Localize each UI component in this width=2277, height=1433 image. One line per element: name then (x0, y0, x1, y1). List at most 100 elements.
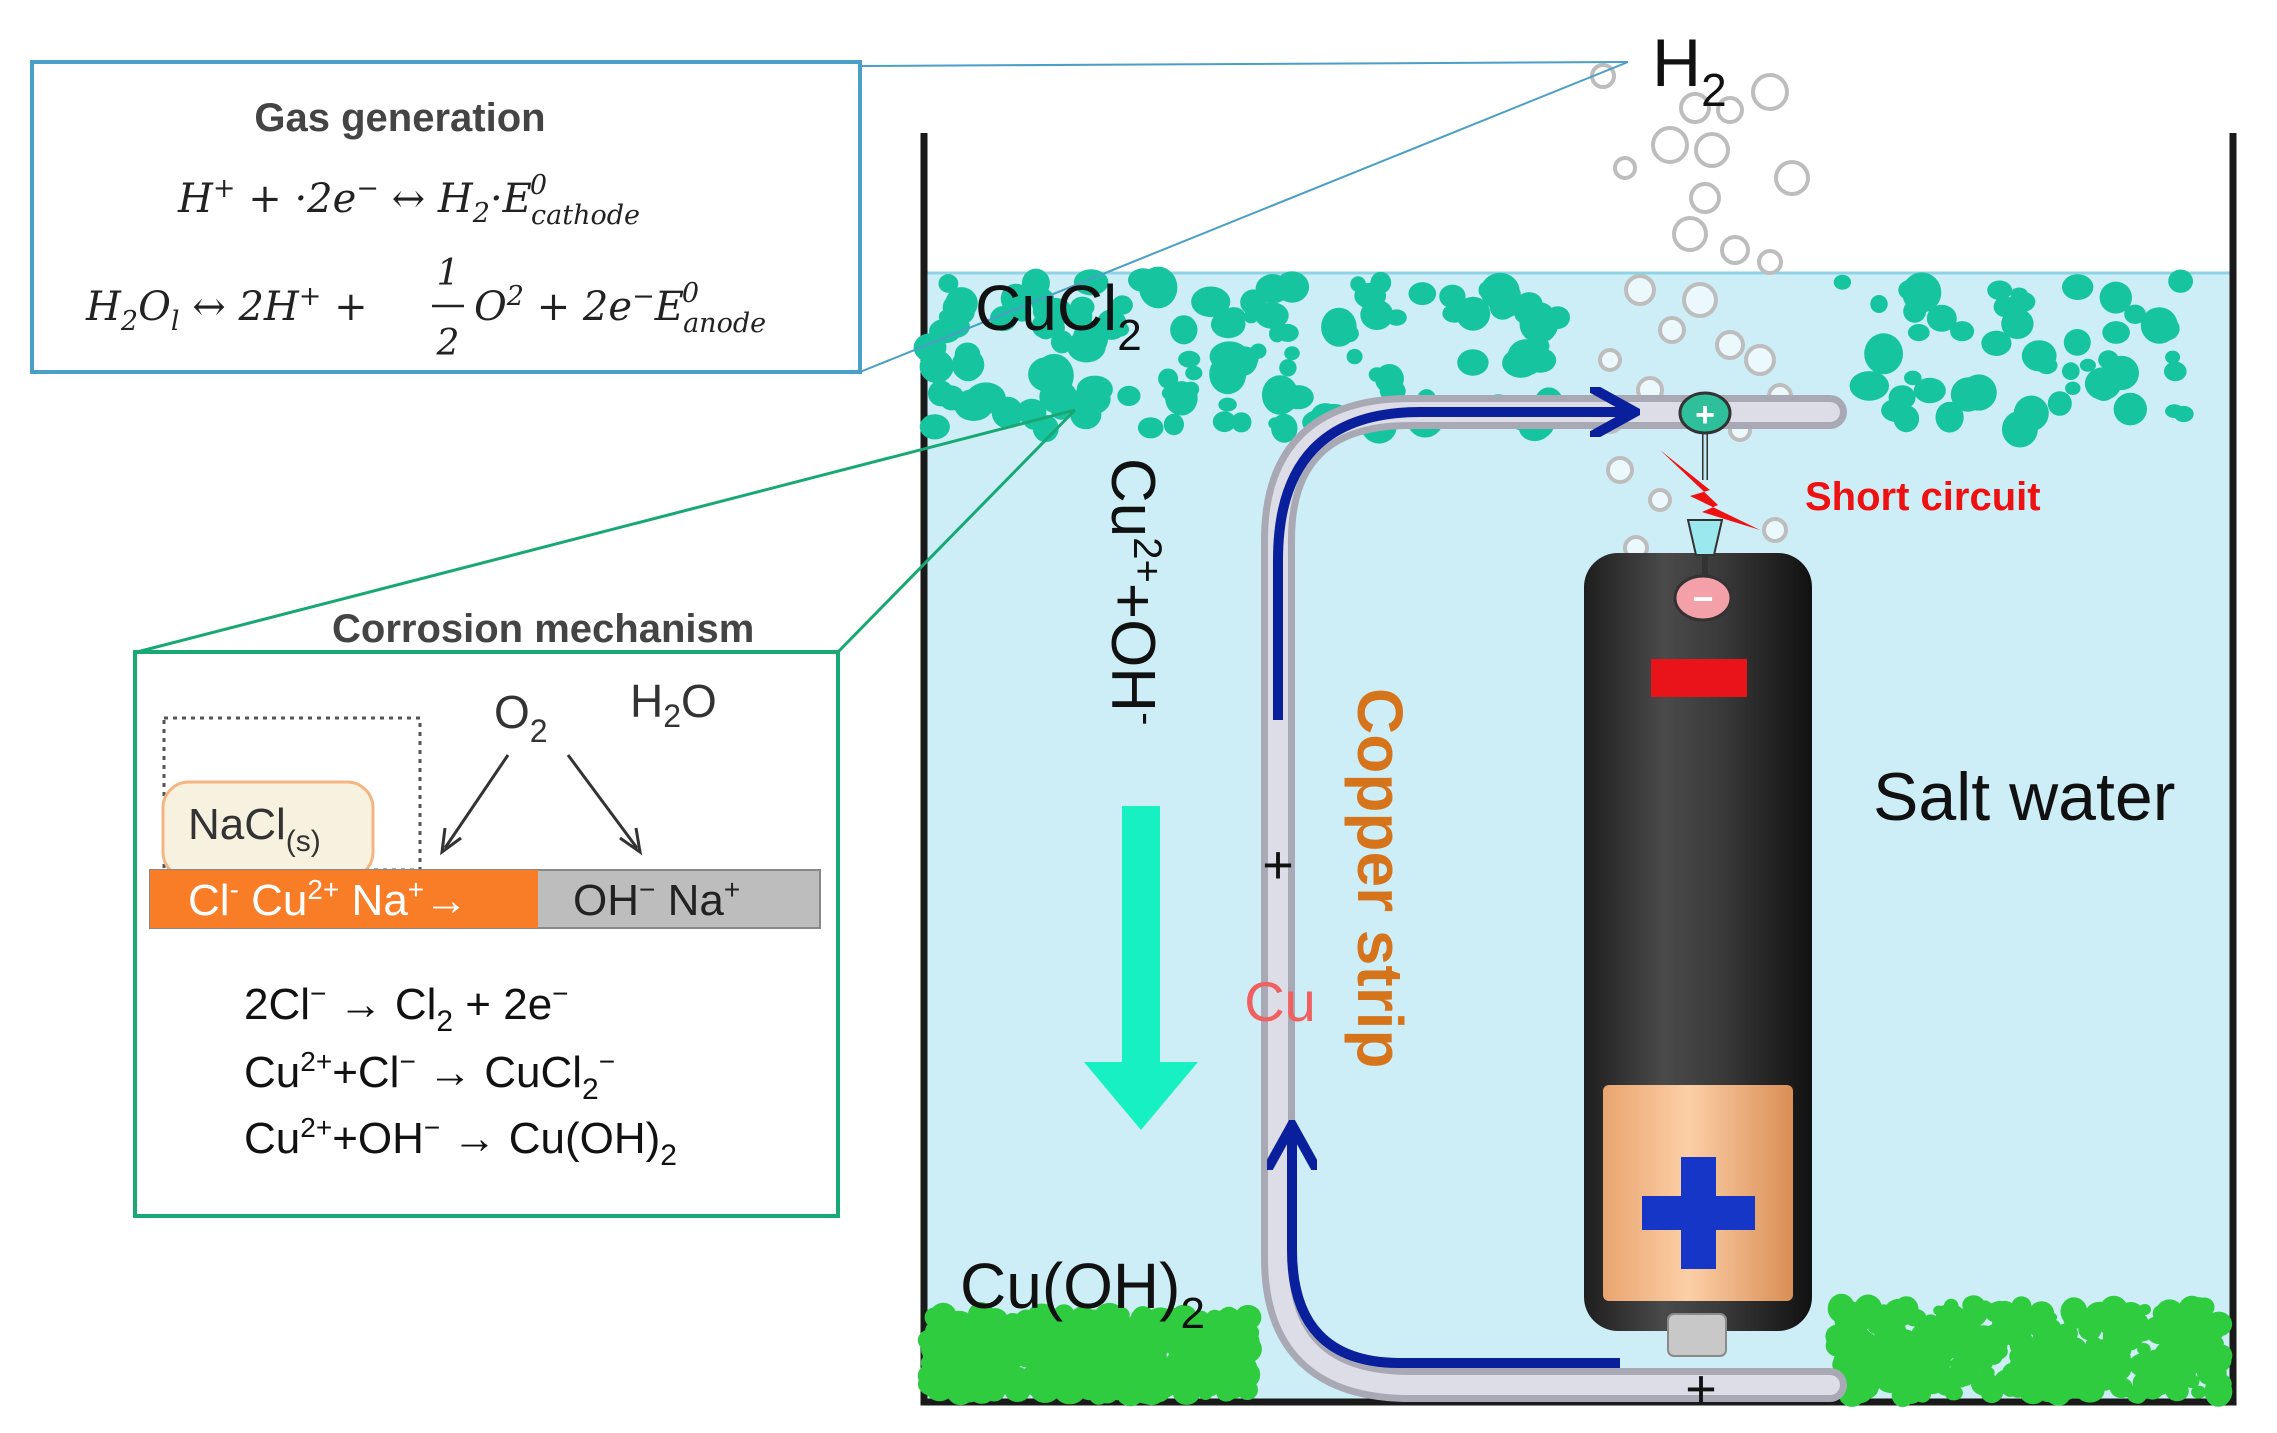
ions-vertical-label: Cu2++OH- (1098, 458, 1169, 725)
sediment-particle (2180, 1321, 2198, 1335)
sediment-particle (963, 1366, 979, 1379)
bubble (1658, 316, 1686, 344)
cucl2-particle (1478, 281, 1496, 299)
sediment-particle (987, 1366, 1006, 1380)
bubble (1689, 182, 1721, 214)
cucl2-particle (2113, 392, 2147, 426)
cucl2-particle (1043, 317, 1065, 339)
sediment-particle (966, 1343, 981, 1358)
sediment-particle (1207, 1348, 1228, 1364)
negative-terminal-label: − (1692, 578, 1713, 619)
current-arrow-top (1273, 412, 1625, 720)
positive-terminal: + (1678, 391, 1732, 435)
sediment-particle (1110, 1347, 1125, 1363)
sediment-particle (1118, 1327, 1148, 1353)
sediment-particle (1151, 1341, 1169, 1357)
gas-callout-line-bottom (859, 61, 1629, 373)
cucl2-particle (1903, 299, 1927, 323)
cucl2-particle (2140, 307, 2178, 344)
sediment-particle (2039, 1340, 2064, 1359)
sediment-particle (2129, 1356, 2144, 1370)
cucl2-particle (1222, 307, 1246, 327)
metal-surface-orange (150, 870, 538, 928)
reaction-1: 2Cl− → Cl2 + 2e− (244, 978, 569, 1038)
cucl2-particle (1128, 268, 1159, 292)
battery-plus-mark (1642, 1157, 1755, 1269)
hydrogen-bubbles (1590, 63, 1810, 561)
battery-minus-mark (1651, 659, 1747, 697)
sediment-particle (956, 1336, 969, 1350)
cucl2-particle (1981, 330, 2012, 356)
anode-equation-left: H2Ol ↔ 2H+ + (85, 281, 368, 337)
cucl2-particle (1935, 401, 1964, 433)
sediment-particle (2046, 1374, 2067, 1390)
sediment-particle (1938, 1312, 1955, 1326)
cucl2-particle (2168, 269, 2194, 293)
cucl2-particle (1028, 357, 1064, 392)
sediment-particle (2075, 1378, 2105, 1403)
sediment-particle (1001, 1378, 1016, 1390)
bubble (1598, 348, 1622, 372)
cucl2-particle (2062, 362, 2080, 381)
bubble (1694, 132, 1730, 168)
anode-fraction-denominator: 2 (436, 323, 460, 364)
gas-callout-line-top (859, 61, 1629, 67)
cucl2-particle (2091, 375, 2116, 402)
sediment-particle (2117, 1381, 2133, 1398)
sediment-particle (2205, 1311, 2233, 1337)
cucl2-particle (2164, 361, 2187, 382)
sediment-particle (1923, 1381, 1936, 1393)
positive-terminal-label: + (1695, 396, 1715, 434)
sediment-particle (1016, 1348, 1035, 1363)
sediment-particle (2150, 1364, 2170, 1382)
cucl2-particle (1833, 274, 1852, 290)
surface-ions-right: OH− Na+ (573, 874, 740, 925)
sediment-particle (1998, 1331, 2013, 1346)
sediment-particle (2078, 1347, 2095, 1360)
bubble (1651, 126, 1689, 164)
sediment-particle (1198, 1385, 1213, 1400)
cucl2-particle (1275, 271, 1310, 303)
cucl2-particle (2047, 391, 2072, 416)
sediment-particle (1922, 1326, 1945, 1345)
bubble (1613, 156, 1637, 180)
sediment-particle (2009, 1341, 2026, 1353)
cucl2-particle (1161, 386, 1177, 400)
sediment-particle (1896, 1339, 1915, 1356)
sediment-particle (1224, 1325, 1244, 1342)
cucl2-particle (1870, 295, 1888, 313)
cucl2-particle (1185, 365, 1203, 381)
o2-label: O2 (494, 686, 548, 749)
cucl2-particle (1240, 289, 1267, 316)
sediment-particle (1825, 1324, 1850, 1349)
cucl2-particle (1913, 377, 1946, 404)
sediment-particle (1174, 1312, 1192, 1326)
cucl2-particle (957, 364, 975, 379)
sediment-particle (1941, 1376, 1957, 1391)
corrosion-mechanism-box: Corrosion mechanism O2 H2O NaCl(s) Cl- C… (133, 607, 840, 1218)
cucl2-particle (1209, 341, 1250, 372)
nacl-label: NaCl(s) (188, 800, 321, 858)
cucl2-particle (2010, 287, 2028, 301)
cucl2-particle (1346, 348, 1363, 365)
sediment-particle (1876, 1315, 1904, 1344)
sediment-particle (1852, 1334, 1874, 1356)
sediment-particle (1969, 1325, 1998, 1349)
sediment-particle (1098, 1330, 1123, 1351)
sediment-particle (1190, 1328, 1207, 1343)
cucl2-particle (1096, 309, 1127, 340)
o2-arrow-left (443, 754, 510, 849)
current-arrow-bottom (1292, 1135, 1620, 1368)
sediment-particle (2063, 1358, 2080, 1374)
sediment-particle (1088, 1385, 1109, 1405)
sediment-particle (1222, 1346, 1243, 1365)
cucl2-particle (1191, 286, 1231, 318)
cucl2-particle (2173, 405, 2194, 423)
cucl2-particle (1261, 375, 1299, 415)
o2-arrow-right (566, 754, 639, 849)
strip-plus-sign: + (1262, 835, 1294, 895)
cucl2-particle (1321, 307, 1357, 347)
sediment-particle (991, 1333, 1015, 1353)
sediment-particle (1954, 1373, 1968, 1387)
